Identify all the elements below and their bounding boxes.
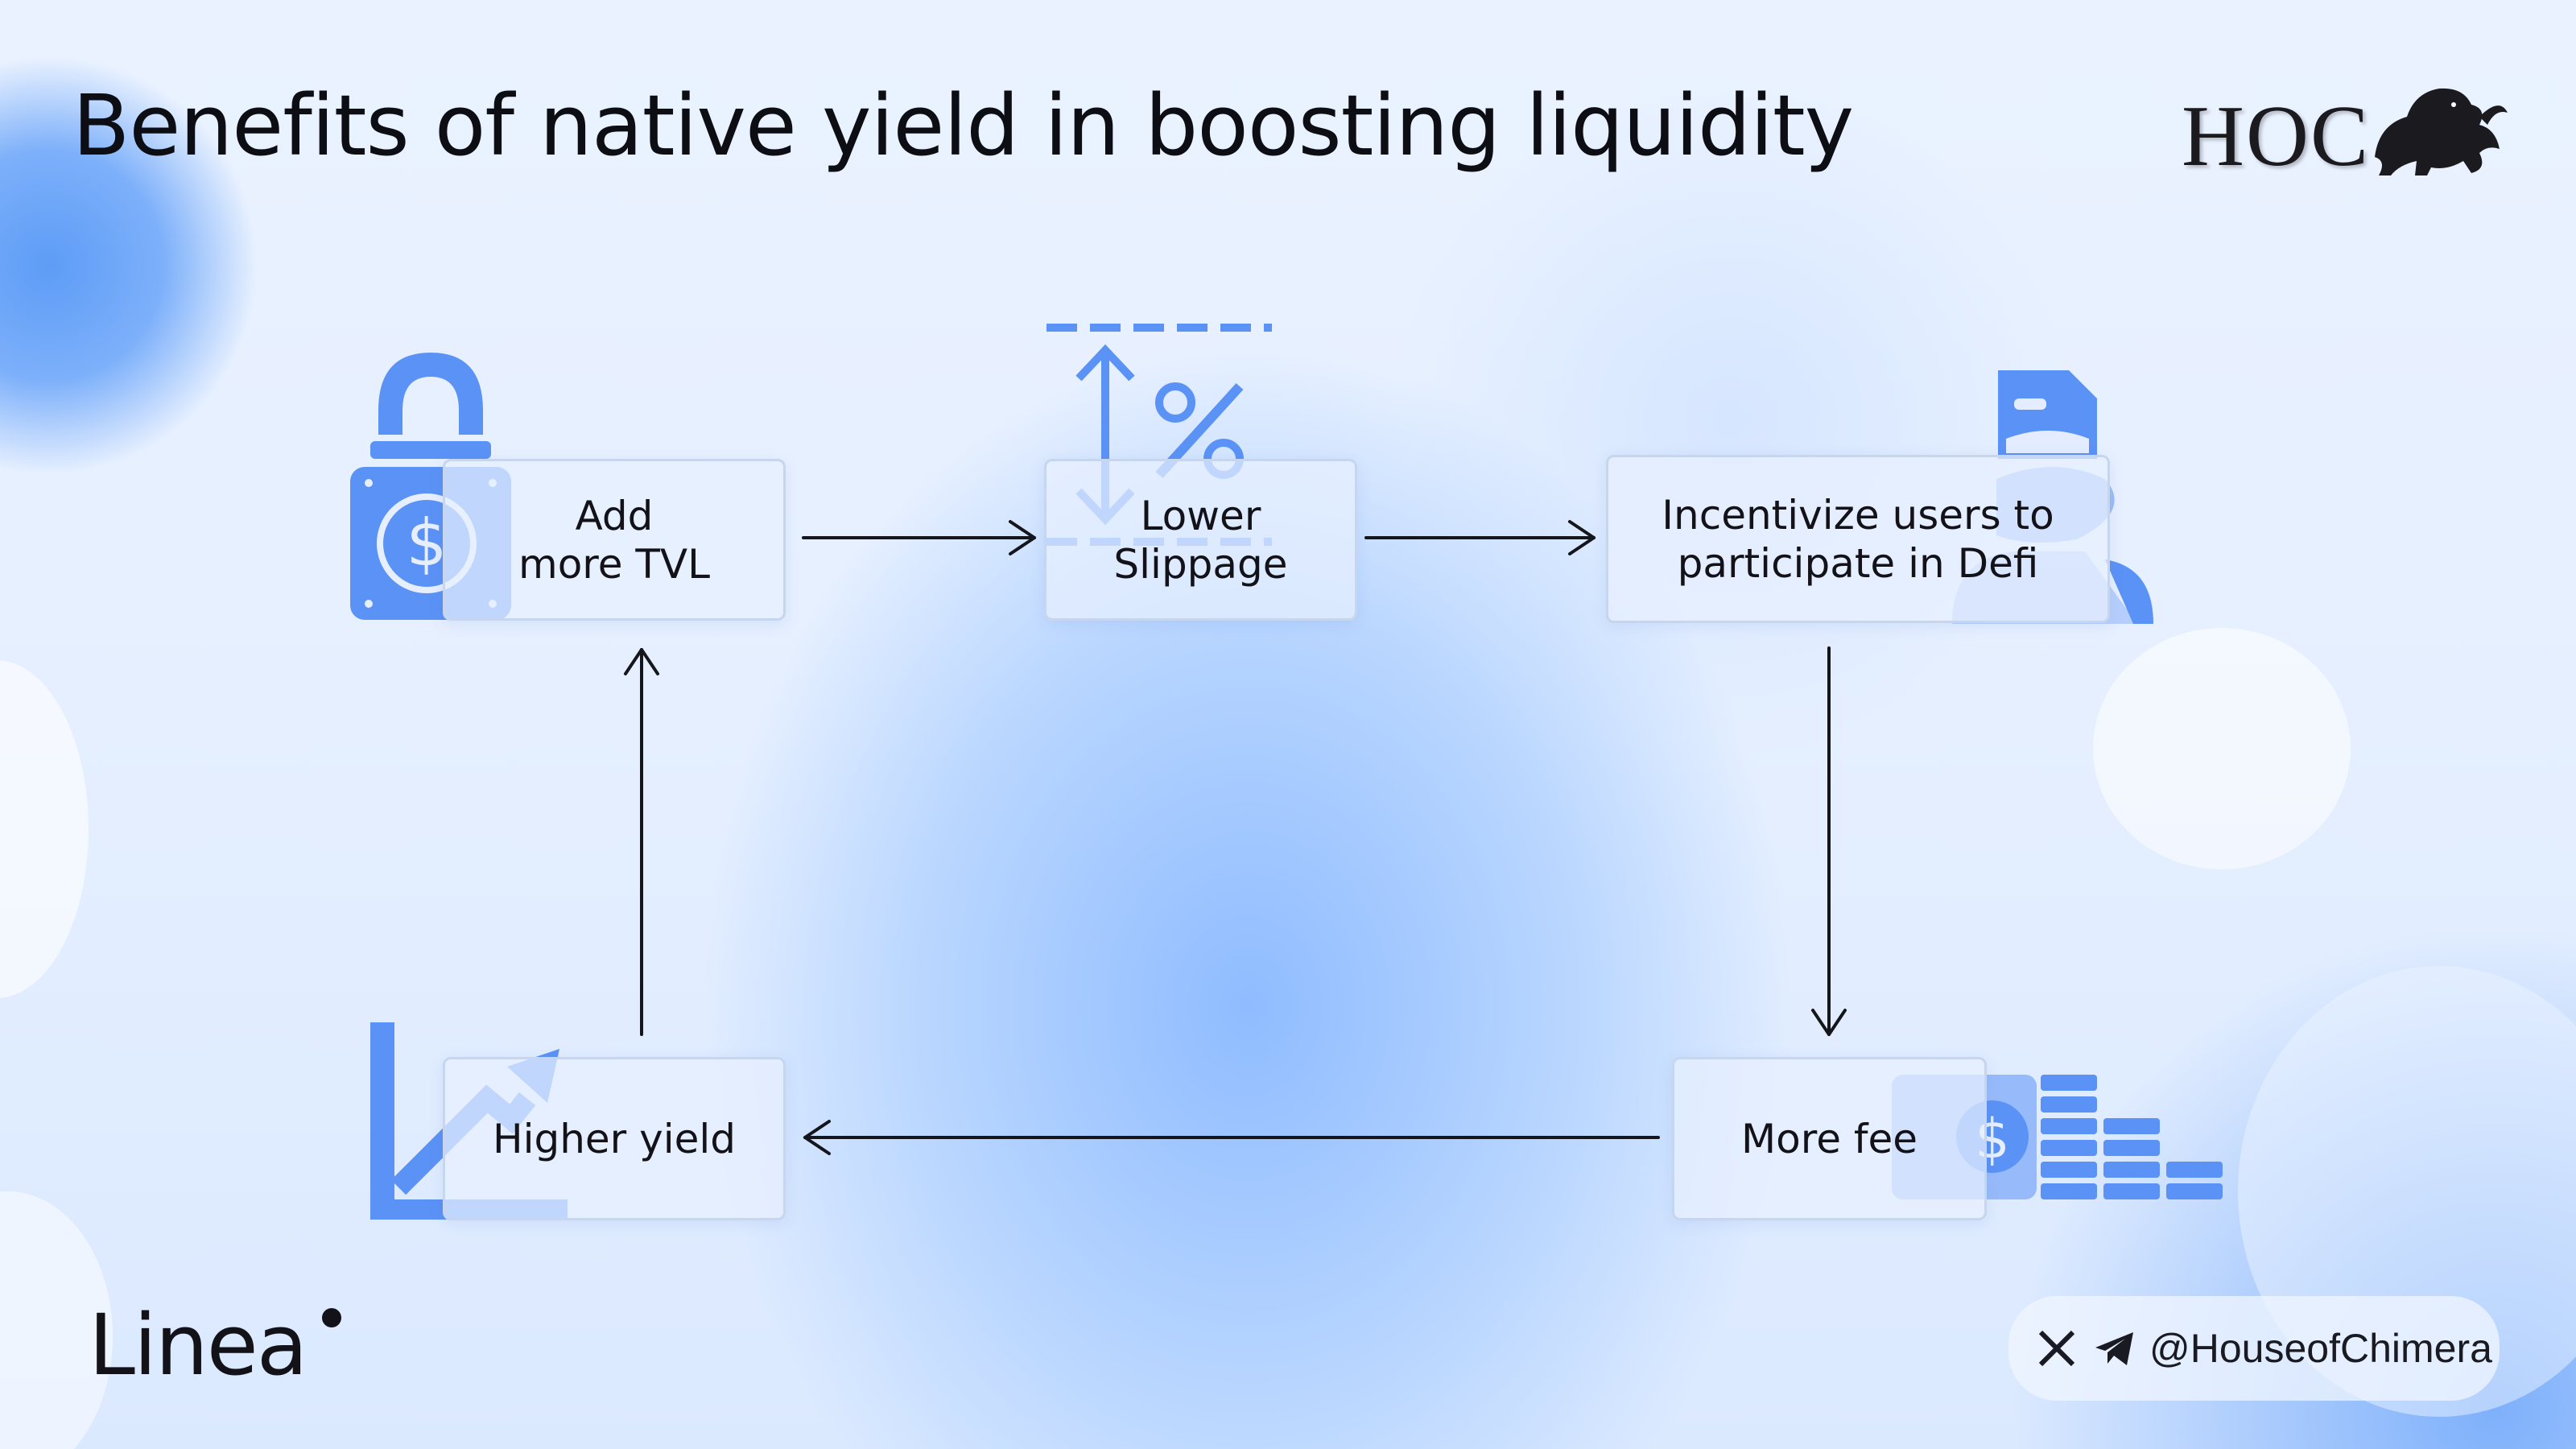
linea-logo-dot	[322, 1308, 341, 1327]
node-higher-yield-label: Higher yield	[492, 1115, 736, 1162]
node-incentivize: Incentivize users to participate in Defi	[1606, 455, 2110, 623]
svg-text:$: $	[407, 506, 448, 580]
node-lower-slippage: Lower Slippage	[1044, 459, 1357, 621]
bg-blob	[0, 660, 89, 998]
bg-blob	[2093, 628, 2351, 869]
social-handle[interactable]: @HouseofChimera	[2149, 1326, 2492, 1371]
node-add-tvl: Add more TVL	[443, 459, 786, 621]
linea-logo: Linea	[89, 1296, 308, 1394]
node-more-fee-label: More fee	[1741, 1115, 1918, 1162]
node-lower-slippage-label: Lower Slippage	[1113, 492, 1288, 588]
node-higher-yield: Higher yield	[443, 1057, 786, 1220]
hoc-logo-text: HOC	[2182, 89, 2371, 184]
node-incentivize-label: Incentivize users to participate in Defi	[1662, 491, 2054, 587]
lion-icon	[2375, 88, 2508, 175]
telegram-icon[interactable]	[2093, 1328, 2136, 1368]
social-badge: @HouseofChimera	[2008, 1296, 2500, 1401]
node-more-fee: More fee	[1672, 1057, 1987, 1220]
page-title: Benefits of native yield in boosting liq…	[72, 76, 1854, 175]
node-add-tvl-label: Add more TVL	[518, 492, 710, 588]
x-icon[interactable]	[2037, 1328, 2077, 1368]
hoc-logo: HOC	[2182, 80, 2520, 185]
